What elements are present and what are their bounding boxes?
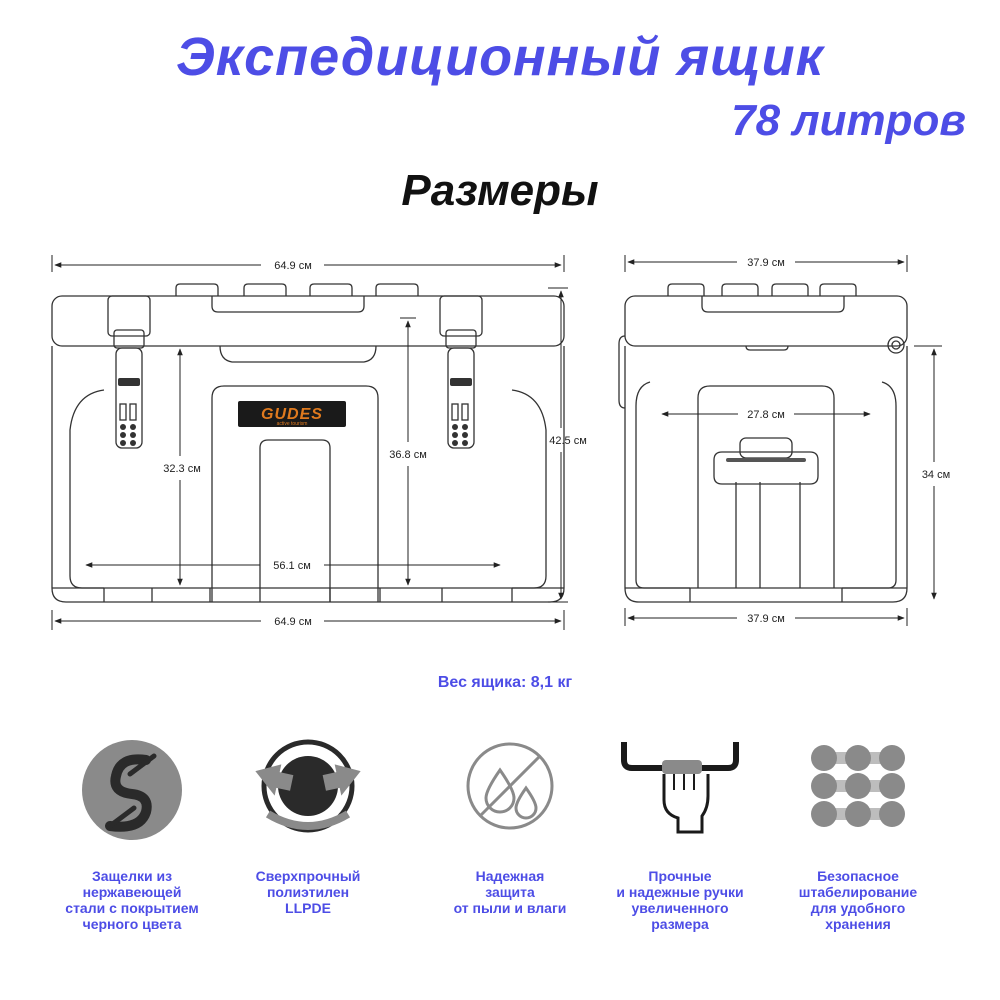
feature-caption: Сверхпрочный полиэтилен LLPDE bbox=[255, 868, 361, 916]
dimension-drawings: GUDES active tourism 64.9 см 64.9 см 42.… bbox=[51, 255, 950, 630]
polyethylene-icon bbox=[255, 739, 361, 833]
feature-protection: Надежная защита от пыли и влаги bbox=[420, 730, 600, 916]
box-weight: Вес ящика: 8,1 кг bbox=[437, 674, 573, 691]
side-view-box bbox=[618, 283, 908, 603]
stacking-icon bbox=[811, 745, 905, 827]
feature-polyethylene: Сверхпрочный полиэтилен LLPDE bbox=[218, 730, 398, 916]
section-heading: Размеры bbox=[401, 166, 599, 215]
logo-text: GUDES bbox=[261, 406, 323, 423]
feature-latches: Защелки из нержавеющей стали с покрытием… bbox=[42, 730, 222, 932]
side-height-label: 34 см bbox=[922, 469, 950, 481]
feature-caption: Защелки из нержавеющей стали с покрытием… bbox=[65, 868, 199, 932]
front-dimension-lines bbox=[51, 255, 568, 630]
side-bottom-width-label: 37.9 см bbox=[747, 613, 785, 625]
feature-caption: Надежная защита от пыли и влаги bbox=[453, 868, 567, 916]
front-inner-height-left-label: 32.3 см bbox=[163, 463, 201, 475]
stainless-latch-icon bbox=[82, 740, 182, 840]
logo-tagline: active tourism bbox=[277, 421, 308, 427]
handle-grip-icon bbox=[621, 742, 739, 834]
page-subtitle: 78 литров bbox=[731, 96, 966, 145]
water-dust-protection-icon bbox=[466, 742, 554, 830]
page-title: Экспедиционный ящик bbox=[175, 27, 825, 87]
feature-handles: Прочные и надежные ручки увеличенного ра… bbox=[590, 730, 770, 932]
latch-hardware bbox=[118, 378, 472, 446]
feature-stacking: Безопасное штабелирование для удобного х… bbox=[768, 730, 948, 932]
front-inner-height-right-label: 36.8 см bbox=[389, 449, 427, 461]
front-inner-width-label: 56.1 см bbox=[273, 560, 311, 572]
side-handle-width-label: 27.8 см bbox=[747, 409, 785, 421]
front-bottom-width-label: 64.9 см bbox=[274, 616, 312, 628]
side-top-width-label: 37.9 см bbox=[747, 257, 785, 269]
feature-caption: Прочные и надежные ручки увеличенного ра… bbox=[616, 868, 744, 932]
front-view-box bbox=[51, 283, 565, 603]
front-height-label: 42.5 см bbox=[549, 435, 587, 447]
front-top-width-label: 64.9 см bbox=[274, 260, 312, 272]
feature-caption: Безопасное штабелирование для удобного х… bbox=[798, 868, 918, 932]
side-dimension-lines bbox=[624, 255, 942, 626]
handle-grip-ridges bbox=[726, 458, 806, 462]
brand-logo: GUDES active tourism bbox=[238, 401, 346, 427]
